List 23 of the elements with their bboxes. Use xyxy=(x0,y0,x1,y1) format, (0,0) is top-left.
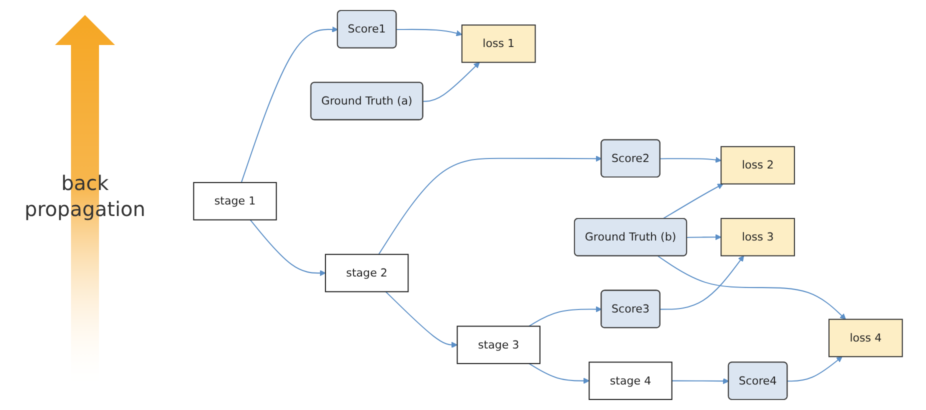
arrow xyxy=(378,156,602,255)
node-box: loss 2 xyxy=(720,146,795,184)
node-box: stage 1 xyxy=(193,182,277,220)
arrow xyxy=(240,26,338,183)
arrow xyxy=(528,363,590,384)
arrow xyxy=(662,184,724,220)
arrow xyxy=(396,28,462,36)
arrow xyxy=(385,291,458,348)
node-box: stage 3 xyxy=(456,326,540,364)
arrow xyxy=(787,356,842,382)
arrow xyxy=(660,156,722,163)
arrow xyxy=(660,256,744,310)
arrow xyxy=(658,256,846,320)
node-box: loss 1 xyxy=(461,24,536,63)
arrow xyxy=(686,234,722,240)
arrow xyxy=(672,378,730,384)
node-box: stage 4 xyxy=(588,362,672,400)
arrow xyxy=(528,306,602,327)
node-box: loss 3 xyxy=(720,218,795,256)
node-box: loss 4 xyxy=(828,318,903,358)
node-box: stage 2 xyxy=(324,254,409,292)
arrow xyxy=(250,220,326,276)
arrow xyxy=(423,62,480,102)
